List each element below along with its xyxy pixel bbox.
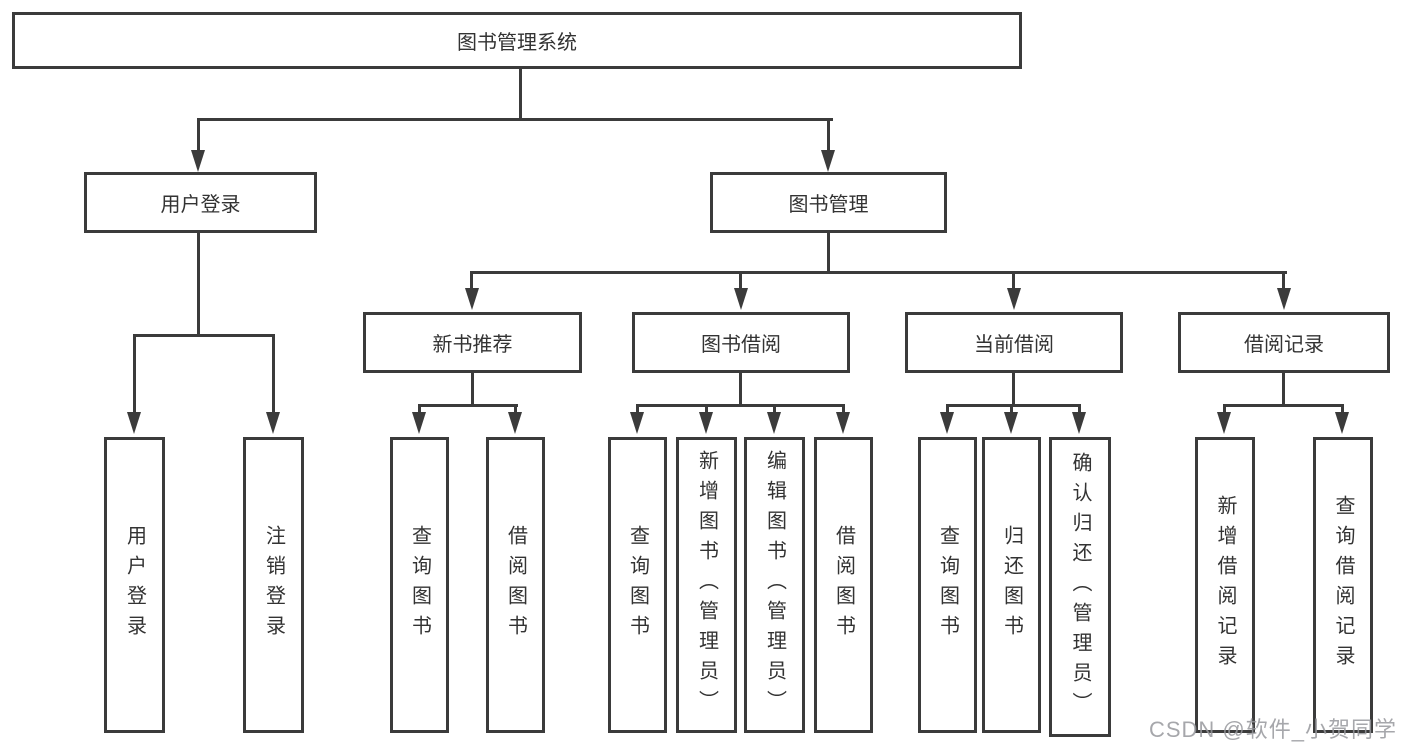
connector-line	[418, 404, 421, 413]
connector-line	[197, 118, 833, 121]
connector-line	[133, 334, 275, 337]
node-current-borrowing: 当前借阅	[905, 312, 1123, 373]
connector-line	[1012, 373, 1015, 406]
arrow-down-icon	[508, 412, 522, 434]
node-book-management: 图书管理	[710, 172, 947, 233]
node-label: 新书推荐	[432, 334, 513, 356]
leaf-edit-books-admin: 编辑图书（管理员）	[744, 437, 805, 733]
node-label: 用户登录	[160, 194, 241, 216]
node-library-management-system: 图书管理系统	[12, 12, 1022, 69]
arrow-down-icon	[1335, 412, 1349, 434]
node-label: 查询借阅记录	[1332, 495, 1354, 675]
node-label: 图书借阅	[701, 334, 781, 356]
node-label: 注销登录	[262, 525, 285, 645]
connector-line	[519, 68, 522, 120]
watermark: CSDN @软件_小贺同学	[1148, 717, 1397, 742]
arrow-down-icon	[412, 412, 426, 434]
connector-line	[197, 118, 200, 152]
node-label: 新增图书（管理员）	[695, 450, 718, 720]
connector-line	[946, 404, 949, 413]
leaf-add-borrow-record: 新增借阅记录	[1195, 437, 1255, 733]
connector-line	[636, 404, 845, 407]
connector-line	[1282, 271, 1285, 288]
connector-line	[827, 118, 830, 152]
arrow-down-icon	[1004, 412, 1018, 434]
arrow-down-icon	[630, 412, 644, 434]
connector-line	[739, 373, 742, 406]
leaf-add-books-admin: 新增图书（管理员）	[676, 437, 737, 733]
connector-line	[827, 232, 830, 274]
node-label: 新增借阅记录	[1214, 495, 1236, 675]
connector-line	[471, 373, 474, 406]
node-label: 借阅记录	[1244, 334, 1324, 356]
leaf-borrow-books: 借阅图书	[814, 437, 873, 733]
connector-line	[739, 271, 742, 288]
connector-line	[470, 271, 473, 288]
leaf-confirm-return-admin: 确认归还（管理员）	[1049, 437, 1111, 737]
connector-line	[773, 404, 776, 413]
arrow-down-icon	[1072, 412, 1086, 434]
arrow-down-icon	[699, 412, 713, 434]
node-label: 归还图书	[1000, 525, 1023, 645]
leaf-recommend-borrow-books: 借阅图书	[486, 437, 545, 733]
node-label: 查询图书	[936, 525, 959, 645]
arrow-down-icon	[821, 150, 835, 172]
node-label: 查询图书	[626, 525, 649, 645]
node-label: 确认归还（管理员）	[1069, 452, 1091, 722]
node-label: 借阅图书	[504, 525, 527, 645]
node-label: 图书管理系统	[457, 32, 577, 54]
leaf-logout: 注销登录	[243, 437, 304, 733]
connector-line	[1223, 404, 1344, 407]
arrow-down-icon	[127, 412, 141, 434]
leaf-return-books: 归还图书	[982, 437, 1041, 733]
leaf-recommend-query-books: 查询图书	[390, 437, 449, 733]
connector-line	[842, 404, 845, 413]
leaf-borrow-query-books: 查询图书	[608, 437, 667, 733]
connector-line	[705, 404, 708, 413]
arrow-down-icon	[465, 288, 479, 310]
arrow-down-icon	[940, 412, 954, 434]
connector-line	[1010, 404, 1013, 413]
connector-line	[946, 404, 1081, 407]
connector-line	[1078, 404, 1081, 413]
arrow-down-icon	[1007, 288, 1021, 310]
node-label: 查询图书	[408, 525, 431, 645]
node-user-login: 用户登录	[84, 172, 317, 233]
connector-line	[418, 404, 518, 407]
arrow-down-icon	[191, 150, 205, 172]
arrow-down-icon	[266, 412, 280, 434]
node-label: 借阅图书	[832, 525, 855, 645]
node-label: 图书管理	[788, 194, 869, 216]
node-new-book-recommend: 新书推荐	[363, 312, 582, 373]
node-book-borrowing: 图书借阅	[632, 312, 850, 373]
connector-line	[1012, 271, 1015, 288]
node-borrow-records: 借阅记录	[1178, 312, 1390, 373]
node-label: 用户登录	[123, 525, 146, 645]
connector-line	[197, 232, 200, 337]
arrow-down-icon	[836, 412, 850, 434]
node-label: 当前借阅	[974, 334, 1054, 356]
leaf-current-query-books: 查询图书	[918, 437, 977, 733]
node-label: 编辑图书（管理员）	[763, 450, 786, 720]
connector-line	[272, 334, 275, 412]
connector-line	[1341, 404, 1344, 413]
arrow-down-icon	[1217, 412, 1231, 434]
connector-line	[133, 334, 136, 412]
arrow-down-icon	[734, 288, 748, 310]
arrow-down-icon	[767, 412, 781, 434]
connector-line	[636, 404, 639, 413]
leaf-query-borrow-record: 查询借阅记录	[1313, 437, 1373, 733]
connector-line	[1282, 373, 1285, 406]
arrow-down-icon	[1277, 288, 1291, 310]
connector-line	[471, 271, 1287, 274]
connector-line	[514, 404, 517, 413]
connector-line	[1223, 404, 1226, 413]
leaf-user-login: 用户登录	[104, 437, 165, 733]
